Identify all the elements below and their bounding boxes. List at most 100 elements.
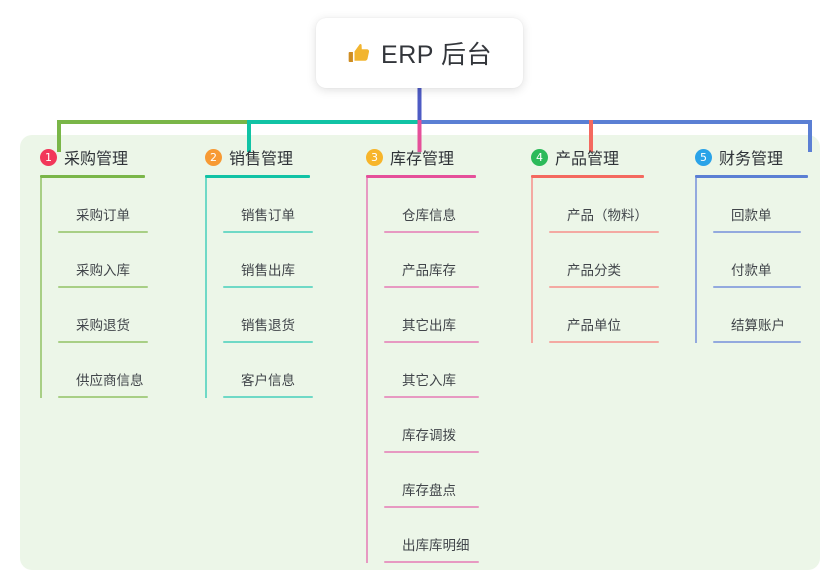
column-badge-3: 3 (366, 148, 383, 166)
diagram-panel (20, 135, 820, 570)
column-header-4[interactable]: 4 产品管理 (531, 146, 644, 168)
list-item[interactable]: 其它入库 (384, 343, 479, 398)
column-header-2[interactable]: 2 销售管理 (205, 146, 310, 168)
column-title-3: 库存管理 (390, 151, 455, 168)
list-item-label: 产品单位 (567, 318, 621, 333)
list-item[interactable]: 结算账户 (713, 288, 808, 343)
list-item[interactable]: 销售订单 (223, 178, 313, 233)
column-spine-5 (695, 178, 697, 343)
column-items-5: 回款单付款单结算账户 (695, 178, 808, 343)
column-title-2: 销售管理 (229, 151, 294, 168)
column-2: 2 销售管理销售订单销售出库销售退货客户信息 (205, 146, 313, 398)
list-item-label: 采购订单 (76, 208, 130, 223)
list-item-rule (713, 231, 801, 233)
list-item[interactable]: 库存盘点 (384, 453, 479, 508)
column-spine-3 (366, 178, 368, 563)
list-item[interactable]: 出库库明细 (384, 508, 479, 563)
list-item-label: 销售退货 (241, 318, 295, 333)
list-item-rule (384, 396, 479, 398)
thumbs-up-icon (347, 41, 372, 66)
column-rule-1 (40, 175, 145, 178)
column-badge-2: 2 (205, 148, 222, 166)
page-title: ERP 后台 (381, 41, 492, 69)
list-item-label: 产品（物料） (567, 208, 648, 223)
list-item-rule (223, 231, 313, 233)
list-item-label: 结算账户 (731, 318, 785, 333)
list-item-label: 付款单 (731, 263, 772, 278)
list-item[interactable]: 供应商信息 (58, 343, 148, 398)
column-3: 3 库存管理仓库信息产品库存其它出库其它入库库存调拨库存盘点出库库明细 (366, 146, 479, 563)
list-item-rule (223, 286, 313, 288)
list-item[interactable]: 销售退货 (223, 288, 313, 343)
list-item[interactable]: 客户信息 (223, 343, 313, 398)
list-item-label: 出库库明细 (402, 538, 470, 553)
column-spine-4 (531, 178, 533, 343)
list-item-rule (384, 286, 479, 288)
list-item[interactable]: 采购退货 (58, 288, 148, 343)
column-header-3[interactable]: 3 库存管理 (366, 146, 476, 168)
list-item[interactable]: 付款单 (713, 233, 808, 288)
list-item-rule (58, 286, 148, 288)
column-title-1: 采购管理 (64, 151, 129, 168)
list-item[interactable]: 产品（物料） (549, 178, 659, 233)
list-item-rule (223, 341, 313, 343)
list-item-rule (384, 231, 479, 233)
list-item-label: 产品分类 (567, 263, 621, 278)
column-badge-4: 4 (531, 148, 548, 166)
column-spine-2 (205, 178, 207, 398)
column-rule-3 (366, 175, 476, 178)
list-item-label: 回款单 (731, 208, 772, 223)
list-item-rule (549, 286, 659, 288)
column-items-2: 销售订单销售出库销售退货客户信息 (205, 178, 313, 398)
column-items-4: 产品（物料） 产品分类产品单位 (531, 178, 659, 343)
list-item-rule (384, 561, 479, 563)
column-header-1[interactable]: 1 采购管理 (40, 146, 145, 168)
list-item-rule (713, 341, 801, 343)
list-item-label: 客户信息 (241, 373, 295, 388)
list-item[interactable]: 销售出库 (223, 233, 313, 288)
column-rule-4 (531, 175, 644, 178)
list-item-rule (713, 286, 801, 288)
list-item-label: 其它入库 (402, 373, 456, 388)
list-item-label: 销售订单 (241, 208, 295, 223)
column-badge-1: 1 (40, 148, 57, 166)
column-spine-1 (40, 178, 42, 398)
column-items-3: 仓库信息产品库存其它出库其它入库库存调拨库存盘点出库库明细 (366, 178, 479, 563)
list-item-label: 采购入库 (76, 263, 130, 278)
list-item[interactable]: 仓库信息 (384, 178, 479, 233)
column-rule-2 (205, 175, 310, 178)
list-item[interactable]: 采购入库 (58, 233, 148, 288)
list-item-label: 供应商信息 (76, 373, 144, 388)
list-item-label: 销售出库 (241, 263, 295, 278)
list-item-rule (58, 231, 148, 233)
list-item-label: 库存盘点 (402, 483, 456, 498)
column-badge-5: 5 (695, 148, 712, 166)
list-item-label: 产品库存 (402, 263, 456, 278)
list-item[interactable]: 产品分类 (549, 233, 659, 288)
list-item[interactable]: 产品库存 (384, 233, 479, 288)
list-item-label: 采购退货 (76, 318, 130, 333)
list-item-label: 仓库信息 (402, 208, 456, 223)
list-item[interactable]: 采购订单 (58, 178, 148, 233)
list-item-rule (384, 506, 479, 508)
list-item-rule (549, 341, 659, 343)
list-item-rule (58, 396, 148, 398)
list-item[interactable]: 其它出库 (384, 288, 479, 343)
list-item-rule (58, 341, 148, 343)
list-item[interactable]: 产品单位 (549, 288, 659, 343)
title-card: ERP 后台 (316, 18, 523, 88)
list-item-rule (223, 396, 313, 398)
list-item[interactable]: 库存调拨 (384, 398, 479, 453)
column-title-4: 产品管理 (555, 151, 620, 168)
list-item-rule (549, 231, 659, 233)
column-rule-5 (695, 175, 808, 178)
list-item-label: 库存调拨 (402, 428, 456, 443)
column-1: 1 采购管理采购订单采购入库采购退货供应商信息 (40, 146, 148, 398)
column-items-1: 采购订单采购入库采购退货供应商信息 (40, 178, 148, 398)
list-item-rule (384, 341, 479, 343)
list-item-rule (384, 451, 479, 453)
list-item[interactable]: 回款单 (713, 178, 808, 233)
